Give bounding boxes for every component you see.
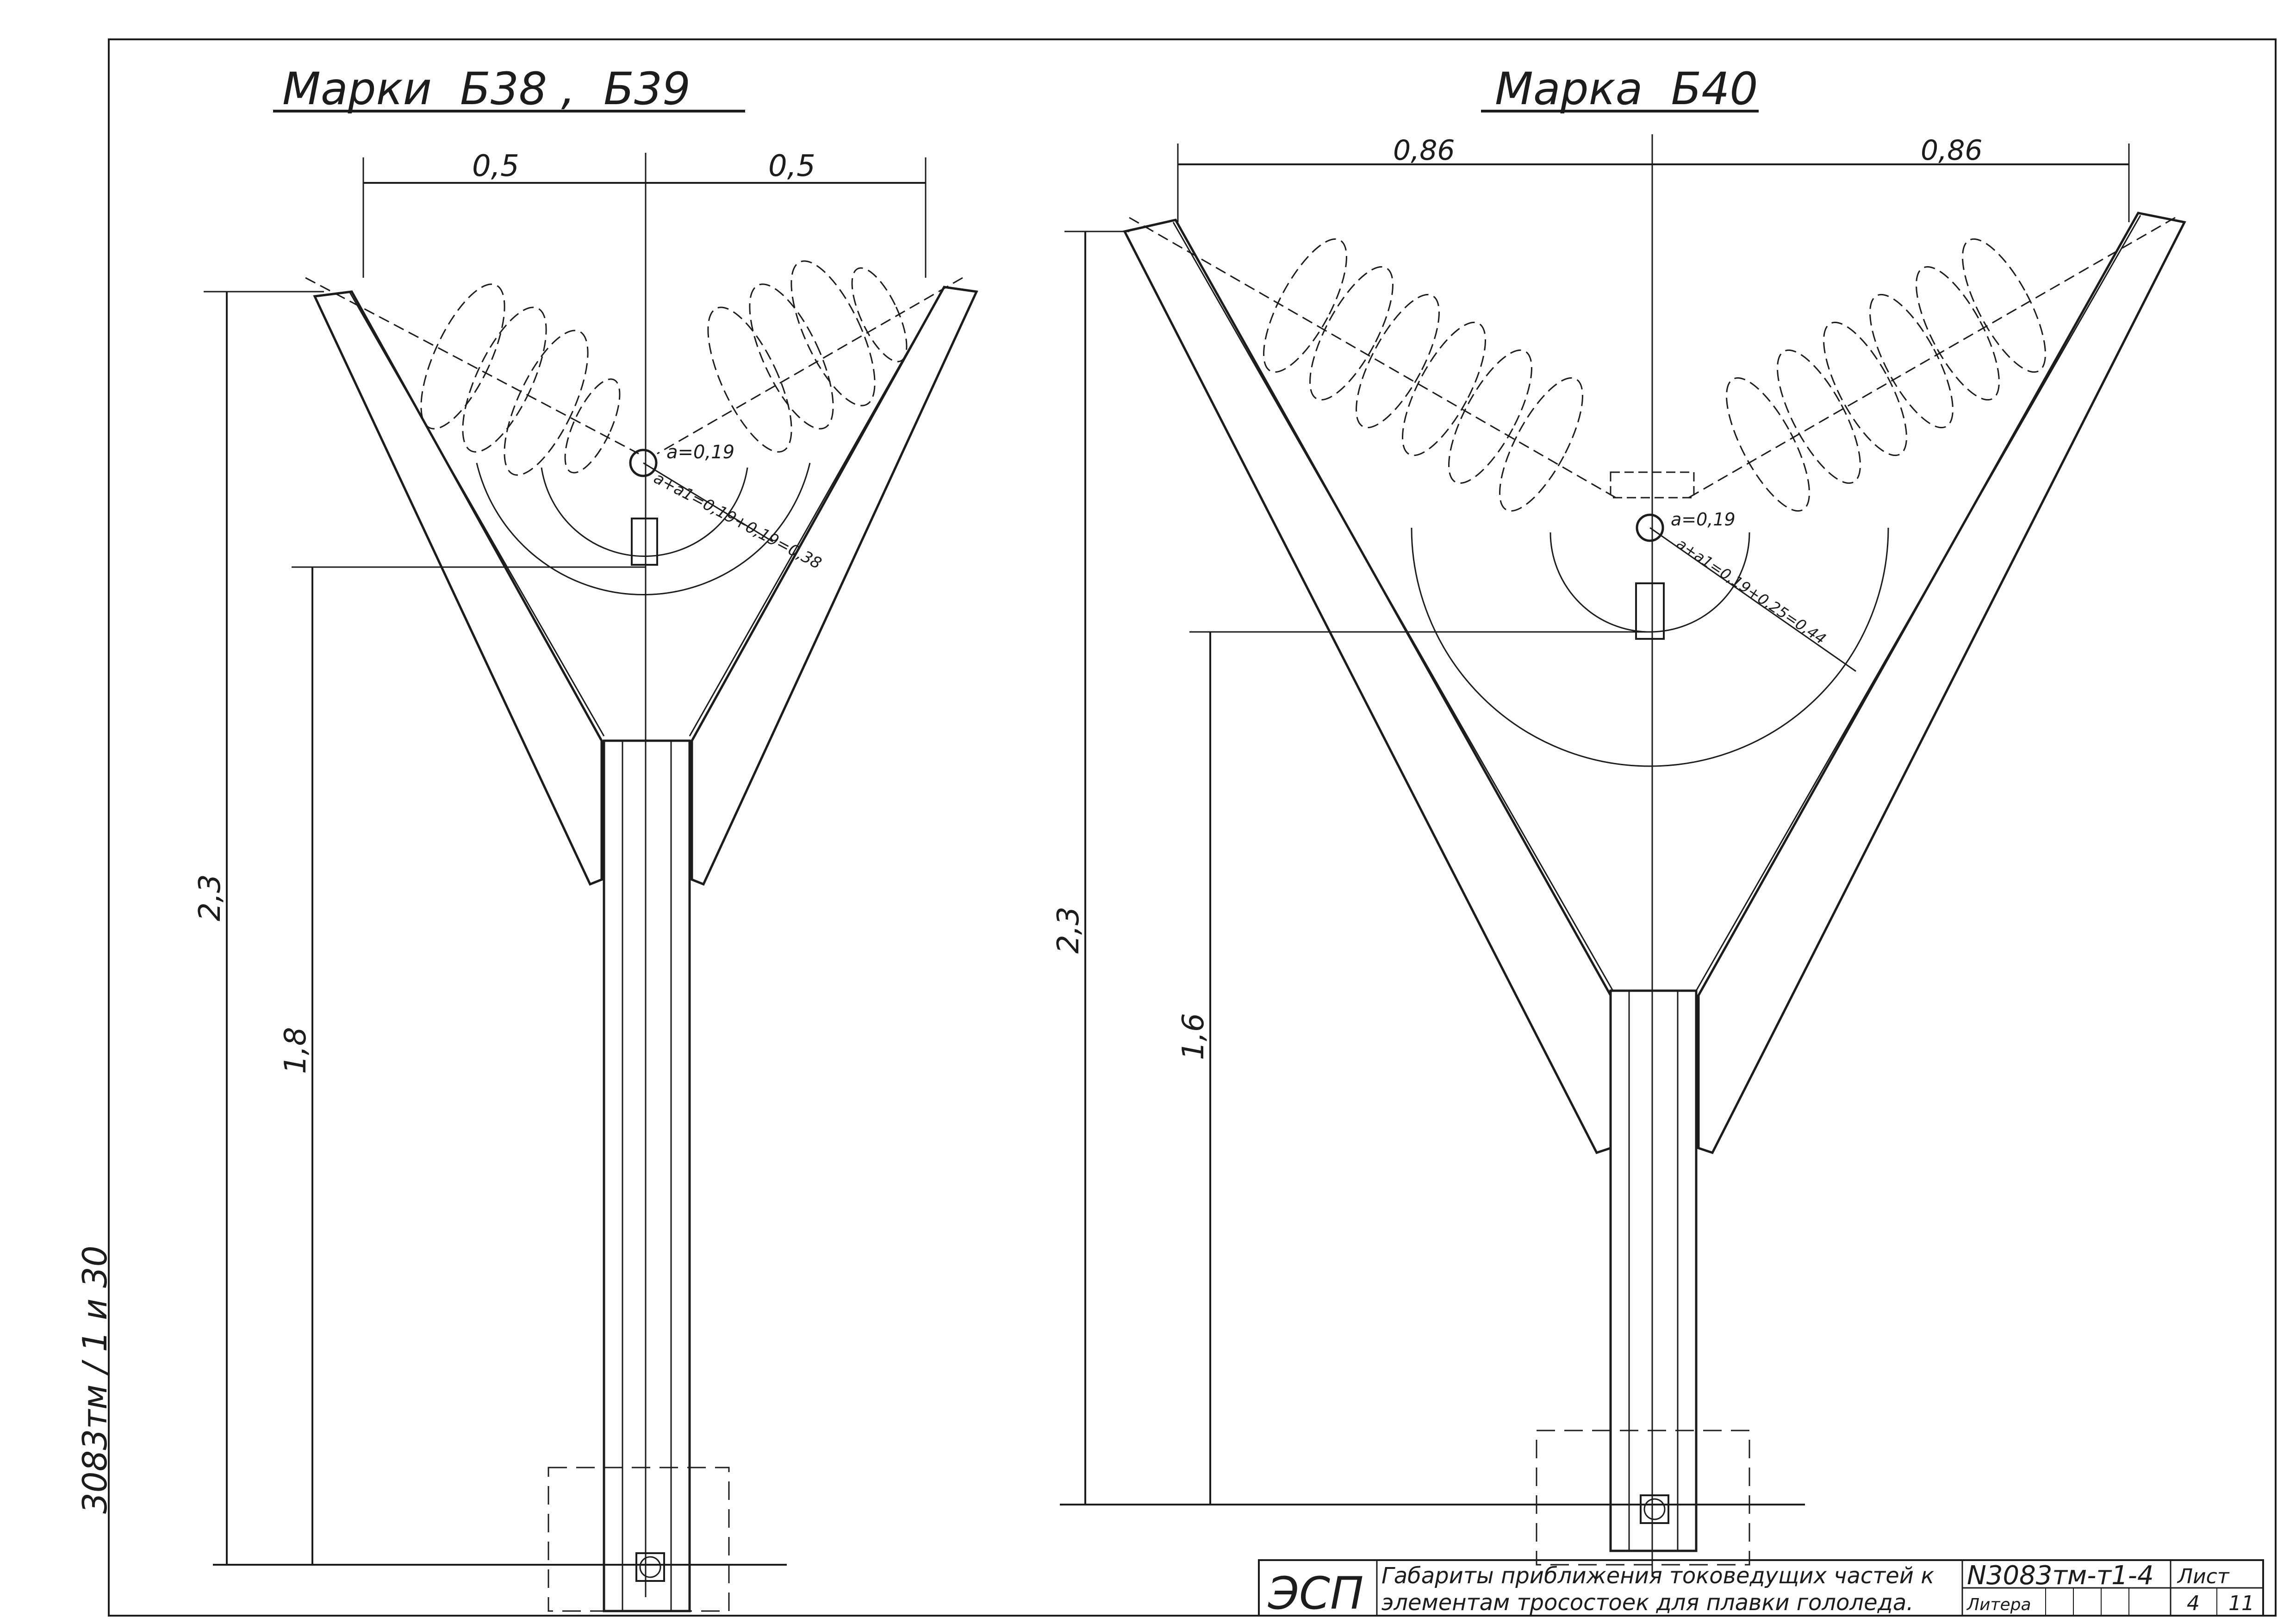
right-dim-clearance: 1,6 [1176,1013,1211,1060]
left-annotation-radius: a+a1=0,19+0,19=0,38 [651,469,825,573]
left-title: Марки Б38 , Б39 [282,63,691,115]
right-insulator-string-right [1684,217,2176,512]
left-insulator-string-right [657,260,963,455]
right-annotation-radius: a+a1=0,19+0,25=0,44 [1674,535,1829,648]
title-block-litera-label: Литера [1966,1595,2031,1614]
title-block-org: ЭСП [1268,1568,1363,1619]
right-clamp [1636,513,1664,542]
right-post [1609,989,1698,1552]
right-clearance-arc-inner [1549,532,1750,633]
title-block-description-1: Габариты приближения токоведущих частей … [1381,1563,1934,1589]
left-clearance-arc-outer [476,462,811,596]
title-block-doc-number: N3083тм-т1-4 [1967,1561,2154,1591]
left-dim-total: 2,3 [193,874,227,921]
title-block: ЭСП Габариты приближения токоведущих час… [1258,1559,2264,1619]
right-title: Марка Б40 [1495,63,1758,115]
right-dim-total: 2,3 [1052,906,1086,954]
right-view: Марка Б40 0,86 0,86 [1052,63,2186,1574]
right-dim-right: 0,86 [1921,134,1983,167]
left-foundation [548,1467,730,1612]
left-clamp [629,449,658,477]
right-annotation-a: a=0,19 [1671,509,1736,530]
right-dim-left: 0,86 [1393,134,1455,167]
left-insulator-string-left [305,277,639,476]
left-annotation-a: a=0,19 [666,442,734,463]
right-clearance-arc-outer [1411,527,1889,767]
left-dim-left: 0,5 [472,149,519,183]
left-clearance-arc-inner [541,467,748,557]
left-v-crossarm [313,290,603,886]
title-block-sheet-total: 11 [2228,1592,2254,1615]
title-block-sheet-label: Лист [2177,1565,2230,1588]
left-view: Марки Б38 , Б39 0,5 0,5 [193,63,978,1612]
right-foundation [1536,1430,1750,1566]
left-dim-right: 0,5 [768,149,815,183]
margin-note: 3083тм / 1 и 30 [75,1245,114,1514]
left-post [603,739,691,1612]
title-block-description-2: элементам тросостоек для плавки гололеда… [1381,1590,1914,1616]
right-v-crossarm [1123,219,1612,1155]
title-block-sheet-number: 4 [2187,1592,2200,1615]
left-dim-clearance: 1,8 [279,1027,313,1074]
right-insulator-string-left [1129,217,1620,512]
sheet-frame [108,38,2277,1617]
